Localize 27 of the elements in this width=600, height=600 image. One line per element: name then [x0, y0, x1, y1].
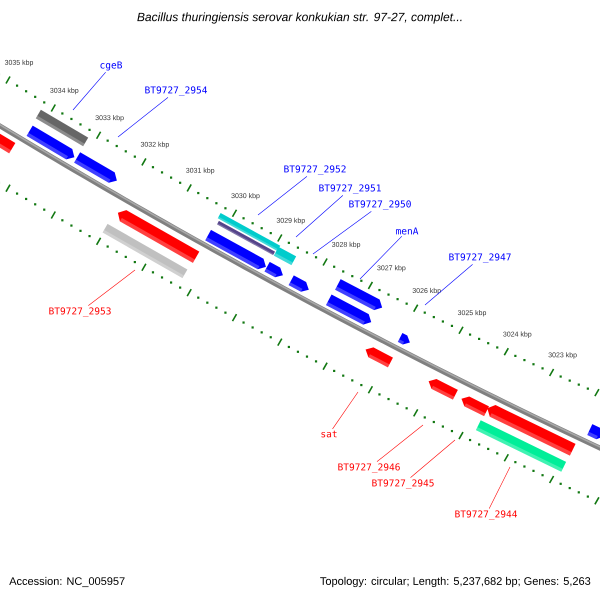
leader-line: [118, 97, 168, 138]
leader-line: [376, 424, 424, 462]
leader-line: [296, 195, 344, 238]
gene-label: BT9727_2953: [49, 307, 111, 317]
gene-label: BT9727_2947: [449, 253, 511, 263]
leader-line: [332, 392, 358, 430]
gene-label: BT9727_2946: [338, 463, 400, 473]
leader-line: [72, 72, 106, 110]
leader-line: [258, 176, 308, 216]
gene-label: BT9727_2951: [319, 184, 381, 194]
gene-label: cgeB: [100, 62, 122, 70]
gene-label: BT9727_2954: [145, 86, 207, 96]
gene-label: menA: [396, 227, 418, 235]
gene-label: BT9727_2952: [284, 165, 346, 175]
leader-line: [410, 440, 456, 478]
gene-label: sat: [321, 430, 337, 438]
leader-line: [312, 211, 372, 254]
leader-line: [88, 270, 136, 306]
gene-label: BT9727_2945: [372, 479, 434, 489]
gene-label: BT9727_2950: [349, 200, 411, 210]
title: Bacillus thuringiensis serovar konkukian str. 97-27, complet...: [137, 12, 462, 24]
leader-line: [360, 236, 402, 280]
leader-line: [424, 264, 473, 306]
leader-line: [488, 466, 510, 509]
accession-label: Accession: NC_005957: [9, 576, 125, 588]
genome-info-label: Topology: circular; Length: 5,237,682 bp; Genes: 5,263: [320, 576, 590, 588]
gene-label: BT9727_2944: [455, 510, 517, 520]
